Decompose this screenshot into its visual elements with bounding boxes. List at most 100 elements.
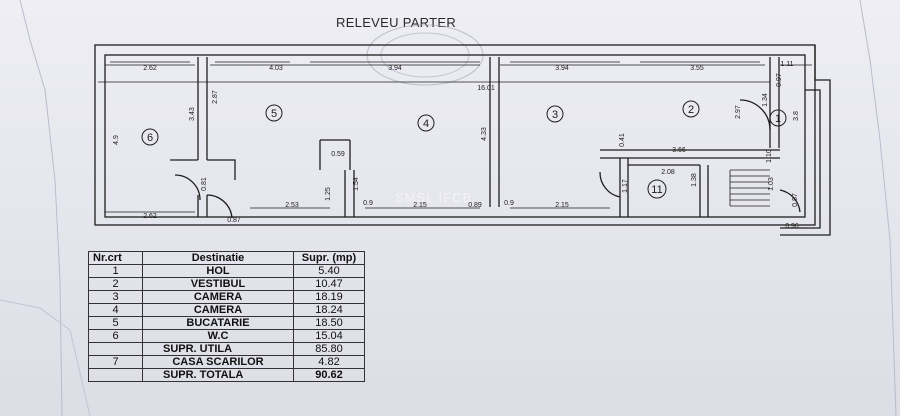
room-label-5: 5 [271,108,277,120]
row-area: 15.04 [293,329,365,343]
dim-text: 0.81 [201,177,208,191]
room-marker-4 [417,114,435,132]
dim-text: 1.25 [325,187,332,201]
watermark: SMSL IFCB [395,190,473,205]
dim-text: 2.62 [143,65,157,72]
room-label-4: 4 [423,118,429,130]
row-destination: HOL [142,264,294,278]
table-row: 4 CAMERA 18.24 [88,303,365,317]
stair-steps [729,169,770,207]
dim-text: 0.59 [331,151,345,158]
dim-text: 2.87 [212,90,219,104]
dim-text: 2.15 [413,202,427,209]
dim-text: 1.10 [766,149,773,163]
room-label-11: 11 [651,184,662,196]
room-area-table: Nr.crt Destinatie Supr. (mp) 1 HOL 5.40 … [88,251,365,382]
wall-2-1 [769,57,780,148]
dim-text: 0.9 [504,200,514,207]
room-marker-11 [647,179,667,199]
plan-title: RELEVEU PARTER [336,15,457,30]
dim-text: 3.94 [555,65,569,72]
dim-text: 1.17 [622,179,629,193]
stair-value: 4.82 [293,355,365,369]
wall-4-3 [489,57,500,207]
room-marker-5 [265,104,283,122]
row-nr [88,368,143,382]
useful-area-value: 85.80 [293,342,365,356]
row-nr: 3 [88,290,143,304]
row-nr: 4 [88,303,143,317]
header-nr: Nr.crt [88,251,143,265]
dim-text: 2.62 [143,213,157,220]
row-nr: 7 [88,355,143,369]
room-label-1: 1 [775,113,781,125]
dim-text: 1.38 [691,173,698,187]
dim-text: 4.03 [269,65,283,72]
table-row: 2 VESTIBUL 10.47 [88,277,365,291]
dim-text: 0.41 [619,133,626,147]
header-area: Supr. (mp) [293,251,365,265]
room-marker-2 [682,100,700,118]
row-area: 18.24 [293,303,365,317]
inner-wall [104,54,806,218]
room-marker-6 [141,128,159,146]
dim-text: 0.87 [792,193,799,207]
stair-label: CASA SCARILOR [142,355,294,369]
dim-text: 0.9 [363,200,373,207]
dim-text: 3.66 [672,147,686,154]
header-destination: Destinatie [142,251,294,265]
room-label-6: 6 [147,132,153,144]
table-header-row: Nr.crt Destinatie Supr. (mp) [88,251,365,265]
dim-text: 3.8 [793,111,800,121]
dim-text: 2.08 [661,169,675,176]
row-nr: 2 [88,277,143,291]
dim-text: 4.9 [113,135,120,145]
dim-text: 0.89 [468,202,482,209]
row-area: 10.47 [293,277,365,291]
row-area: 5.40 [293,264,365,278]
dim-text: 2.97 [735,105,742,119]
table-row: 5 BUCATARIE 18.50 [88,316,365,330]
dim-text: 3.94 [388,65,402,72]
dim-text: 1.11 [780,61,793,68]
row-destination: VESTIBUL [142,277,294,291]
row-area: 18.19 [293,290,365,304]
dim-text: 0.97 [776,73,783,87]
dim-text: 1.54 [353,177,360,191]
row-destination: CAMERA [142,290,294,304]
useful-area-row: SUPR. UTILA 85.80 [88,342,365,356]
useful-area-label: SUPR. UTILA [142,342,294,356]
table-row: 1 HOL 5.40 [88,264,365,278]
total-area-value: 90.62 [293,368,365,382]
room-label-3: 3 [552,109,558,121]
row-nr: 1 [88,264,143,278]
dim-text: 0.96 [785,223,799,230]
row-area: 18.50 [293,316,365,330]
dim-text: 1.03 [768,177,775,191]
dim-text: 2.15 [555,202,569,209]
room-marker-3 [546,105,564,123]
dim-text: 3.55 [690,65,704,72]
dim-text: 16.01 [477,85,495,92]
row-nr: 6 [88,329,143,343]
outer-wall [94,44,816,226]
dim-text: 3.43 [189,107,196,121]
row-destination: BUCATARIE [142,316,294,330]
total-area-label: SUPR. TOTALA [142,368,294,382]
dim-text: 4.33 [481,127,488,141]
dim-text: 0.87 [227,217,241,224]
row-nr [88,342,143,356]
wall-6-5 [197,57,208,160]
total-area-row: SUPR. TOTALA 90.62 [88,368,365,382]
table-row: 6 W.C 15.04 [88,329,365,343]
room-marker-1 [769,109,787,127]
dim-text: 1.34 [762,93,769,107]
room-label-2: 2 [688,104,694,116]
row-destination: CAMERA [142,303,294,317]
row-destination: W.C [142,329,294,343]
stair-row: 7 CASA SCARILOR 4.82 [88,355,365,369]
table-row: 3 CAMERA 18.19 [88,290,365,304]
